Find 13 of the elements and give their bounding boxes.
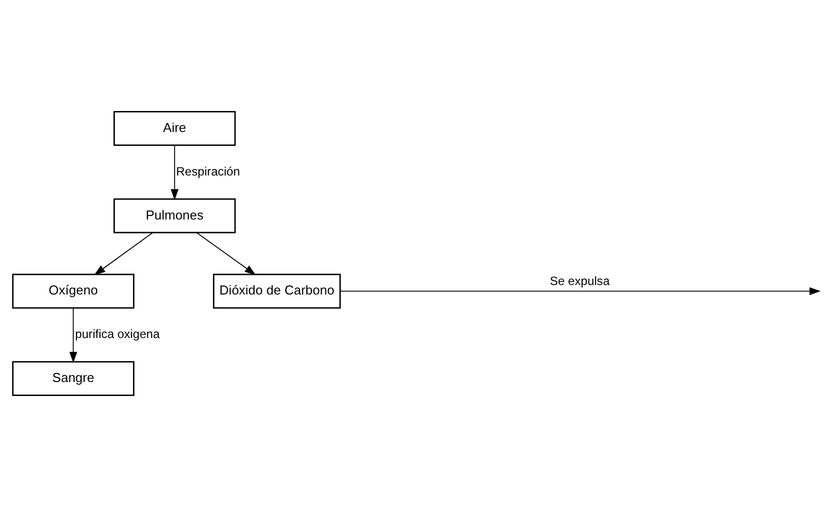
edge-label: Respiración <box>176 164 240 178</box>
node-box: Oxígeno <box>12 273 134 308</box>
node-box: Dióxido de Carbono <box>212 273 341 308</box>
arrow <box>196 232 256 275</box>
arrow <box>170 144 179 200</box>
arrow <box>69 307 78 362</box>
node-box: Pulmones <box>113 198 236 233</box>
edge-label: Se expulsa <box>550 274 610 288</box>
node-box: Sangre <box>12 360 134 396</box>
arrow <box>340 286 821 295</box>
edge-label: purifica oxigena <box>75 326 160 341</box>
node-box: Aire <box>113 110 236 146</box>
arrow <box>94 232 154 275</box>
